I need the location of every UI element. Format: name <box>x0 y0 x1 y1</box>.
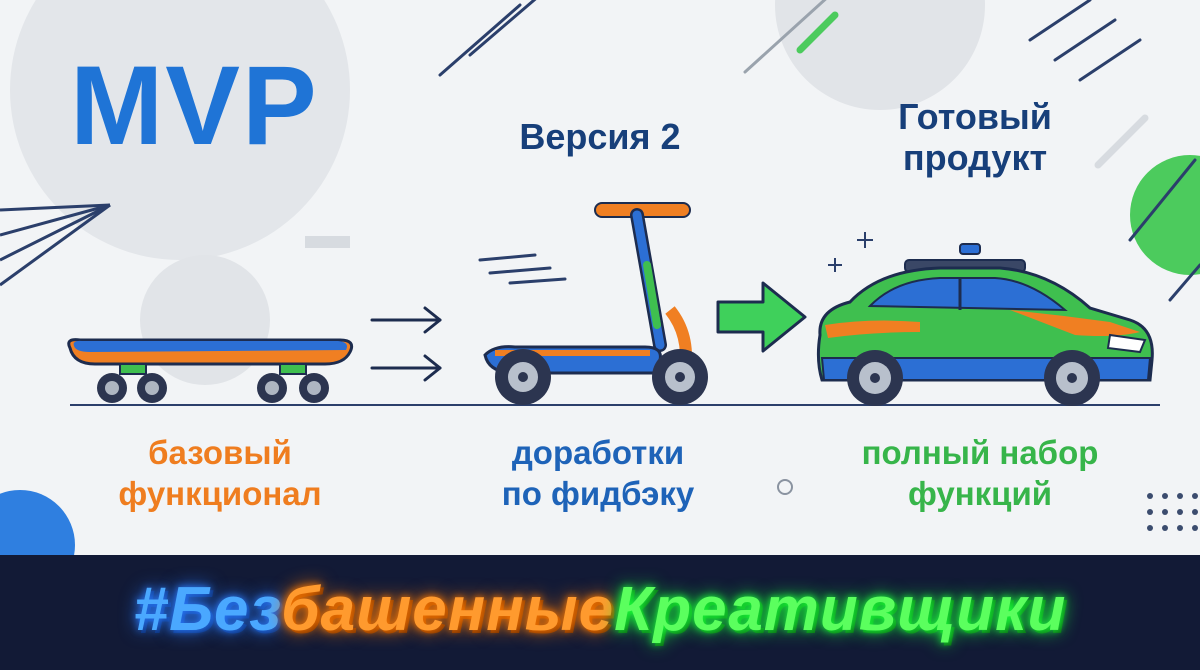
stage-2-caption-line2: по фидбэку <box>501 475 695 513</box>
stage-3-heading-line2: продукт <box>902 137 1048 179</box>
double-arrow-icon <box>370 306 442 382</box>
car-icon <box>816 243 1154 406</box>
stage-3-caption-line2: функций <box>907 475 1053 513</box>
green-arrow-icon <box>716 281 807 353</box>
stage-1-caption: базовый функционал <box>70 432 370 515</box>
stage-3-caption: полный набор функций <box>830 432 1130 515</box>
stage-2-caption: доработки по фидбэку <box>448 432 748 515</box>
stage-2-caption-line1: доработки <box>511 434 685 471</box>
stage-1-caption-line2: функционал <box>118 475 322 513</box>
stage-2-heading: Версия 2 <box>519 116 681 157</box>
skateboard-icon <box>67 338 354 403</box>
hashtag-part-3: Креативщики <box>614 575 1067 644</box>
stage-3-heading: Готовый продукт <box>850 96 1100 179</box>
hashtag-text: #БезбашенныеКреативщики <box>0 573 1200 647</box>
hashtag-part-2: башенные <box>281 575 615 644</box>
stage-3-heading-line1: Готовый <box>898 96 1052 137</box>
infographic-canvas: MVP Версия 2 Готовый продукт <box>0 0 1200 555</box>
hashtag-part-1: #Без <box>133 575 282 644</box>
kick-scooter-icon <box>478 202 708 405</box>
hashtag-banner: #БезбашенныеКреативщики <box>0 555 1200 670</box>
stage-3-caption-line1: полный набор <box>861 434 1099 471</box>
stage-1-caption-line1: базовый <box>148 434 292 471</box>
page-title: MVP <box>70 43 319 168</box>
